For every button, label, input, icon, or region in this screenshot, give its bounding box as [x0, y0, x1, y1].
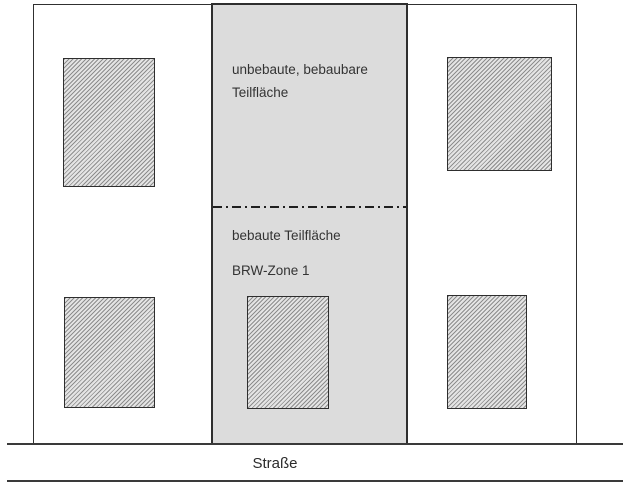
upper-zone-label-line1: unbebaute, bebaubare	[232, 62, 368, 77]
street-edge-line-top	[7, 443, 623, 445]
building-footprint-left-top	[63, 58, 155, 187]
street-edge-line-bottom	[7, 480, 623, 482]
brw-zone-name-label: BRW-Zone 1	[232, 263, 310, 278]
zone-divider-dashdot-line	[213, 206, 406, 208]
building-footprint-left-bottom	[64, 297, 155, 408]
building-footprint-center-bottom	[247, 296, 329, 409]
upper-zone-label: unbebaute, bebaubare Teilfläche	[232, 58, 368, 104]
upper-zone-label-line2: Teilfläche	[232, 85, 289, 100]
street-label: Straße	[252, 455, 298, 472]
lower-zone-label: bebaute Teilfläche	[232, 228, 341, 243]
building-footprint-right-bottom	[447, 295, 527, 409]
building-footprint-right-top	[447, 57, 552, 171]
